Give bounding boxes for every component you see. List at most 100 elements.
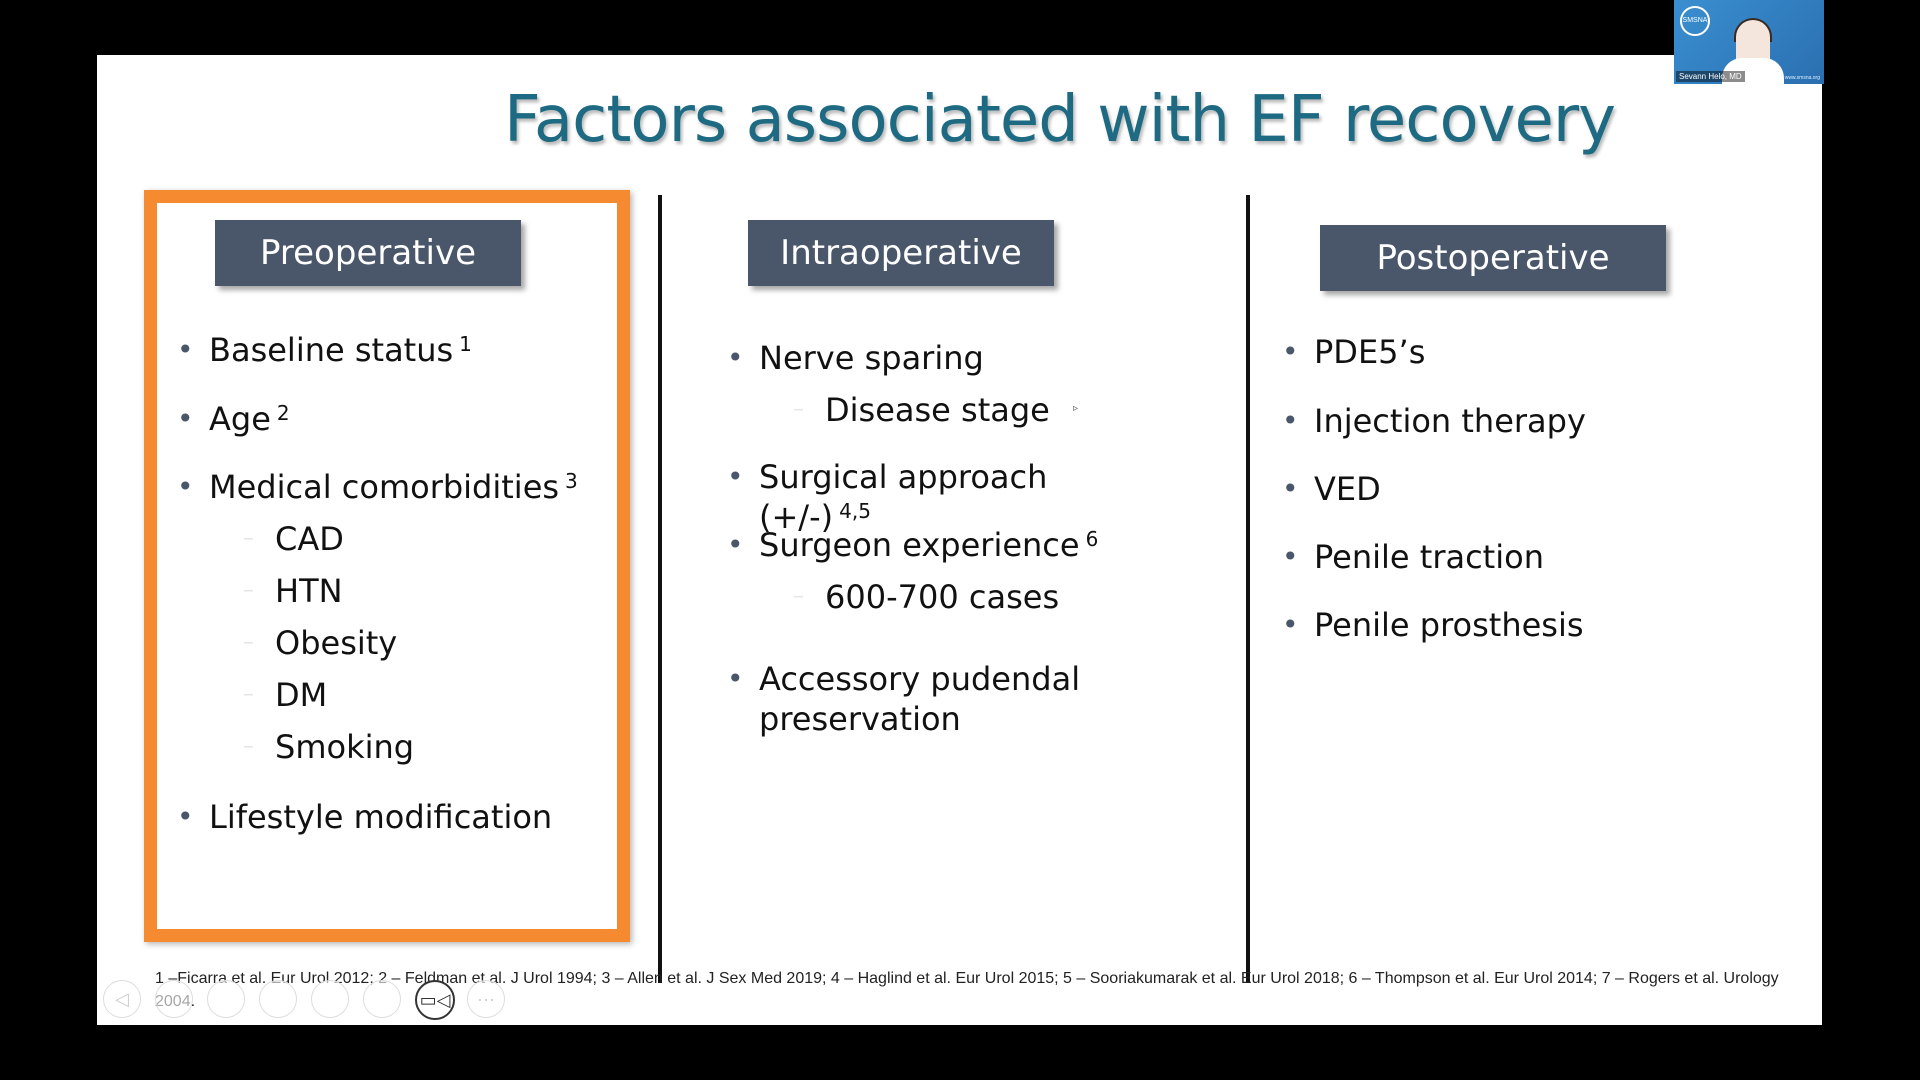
column-divider-right bbox=[1246, 195, 1250, 983]
bullet-icon: • bbox=[1282, 335, 1299, 368]
smsna-logo-icon: SMSNA bbox=[1680, 6, 1710, 36]
sub-bullet-item: –600-700 cases bbox=[793, 577, 1127, 617]
control-button-3[interactable] bbox=[207, 980, 245, 1018]
list-item: •Injection therapy bbox=[1282, 401, 1762, 441]
slide-title: Factors associated with EF recovery bbox=[503, 83, 1616, 157]
bullet-text: Penile traction bbox=[1314, 538, 1544, 576]
bullet-text: Lifestyle modification bbox=[209, 798, 553, 836]
sub-bullet-text: DM bbox=[275, 676, 328, 714]
participant-name: Sevann Helo, MD bbox=[1676, 71, 1745, 82]
preoperative-header: Preoperative bbox=[215, 220, 521, 286]
more-icon: ··· bbox=[477, 989, 495, 1009]
sub-bullet-item: –Disease stage bbox=[793, 390, 1127, 430]
participant-face bbox=[1736, 20, 1770, 64]
bullet-icon: • bbox=[177, 333, 194, 366]
sub-bullet-text: 600-700 cases bbox=[825, 578, 1060, 616]
control-button-2[interactable] bbox=[155, 980, 193, 1018]
video-camera-icon: ▭◁ bbox=[419, 990, 451, 1010]
bullet-text: Age bbox=[209, 400, 271, 438]
sub-bullet-icon: – bbox=[243, 630, 254, 655]
bullet-icon: • bbox=[177, 470, 194, 503]
sub-bullet-icon: – bbox=[793, 584, 804, 609]
bullet-icon: • bbox=[727, 460, 744, 493]
reference-superscript: 6 bbox=[1085, 527, 1099, 551]
bullet-item: •Lifestyle modification bbox=[177, 797, 617, 837]
list-item: •Accessory pudendal preservation bbox=[727, 659, 1127, 739]
bullet-text: PDE5’s bbox=[1314, 333, 1426, 371]
list-item: •Lifestyle modification bbox=[177, 797, 617, 837]
bullet-icon: • bbox=[1282, 404, 1299, 437]
bullet-icon: • bbox=[727, 341, 744, 374]
list-item: • Penile traction bbox=[1282, 537, 1762, 577]
sub-bullet-item: –Obesity bbox=[243, 623, 617, 663]
sub-bullet-icon: – bbox=[793, 397, 804, 422]
bullet-icon: • bbox=[177, 402, 194, 435]
bullet-text: Penile prosthesis bbox=[1314, 606, 1584, 644]
bullet-item: • Penile traction bbox=[1282, 537, 1762, 577]
bullet-text: Nerve sparing bbox=[759, 339, 984, 377]
bullet-text: Medical comorbidities bbox=[209, 468, 560, 506]
list-item: • VED bbox=[1282, 469, 1762, 509]
bullet-item: •Injection therapy bbox=[1282, 401, 1762, 441]
reference-superscript: 2 bbox=[276, 401, 290, 425]
bullet-text: Surgical approach (+/-) bbox=[759, 458, 1048, 536]
list-item: • Surgical approach (+/-)4,5 bbox=[727, 457, 1127, 537]
list-item: • Nerve sparing –Disease stage bbox=[727, 338, 1127, 430]
preoperative-highlight-box bbox=[144, 190, 630, 942]
bullet-icon: • bbox=[1282, 540, 1299, 573]
control-button-4[interactable] bbox=[259, 980, 297, 1018]
sub-bullet-text: HTN bbox=[275, 572, 343, 610]
control-button-5[interactable] bbox=[311, 980, 349, 1018]
video-tile-url: www.smsna.org bbox=[1784, 75, 1820, 81]
sub-bullet-icon: – bbox=[243, 578, 254, 603]
bullet-item: • Penile prosthesis bbox=[1282, 605, 1762, 645]
bullet-icon: • bbox=[1282, 472, 1299, 505]
reference-superscript: 3 bbox=[565, 469, 578, 493]
sub-bullet-icon: – bbox=[243, 734, 254, 759]
sub-bullet-item: –Smoking bbox=[243, 727, 617, 767]
column-divider-left bbox=[658, 195, 662, 983]
bullet-text: Accessory pudendal preservation bbox=[759, 660, 1081, 738]
sub-bullet-text: CAD bbox=[275, 520, 344, 558]
mouse-cursor-icon: ▹ bbox=[1073, 403, 1079, 414]
sub-bullet-icon: – bbox=[243, 682, 254, 707]
bullet-text: Baseline status bbox=[209, 331, 454, 369]
participant-body bbox=[1722, 58, 1784, 84]
reference-superscript: 4,5 bbox=[839, 499, 871, 523]
more-button[interactable]: ··· bbox=[467, 980, 505, 1018]
presentation-slide: Factors associated with EF recovery Preo… bbox=[97, 55, 1822, 1025]
intraoperative-header: Intraoperative bbox=[748, 220, 1054, 286]
participant-video-tile[interactable]: SMSNA Sevann Helo, MD www.smsna.org bbox=[1674, 0, 1824, 84]
prev-slide-button[interactable]: ◁ bbox=[103, 980, 141, 1018]
sub-bullet-item: –DM bbox=[243, 675, 617, 715]
bullet-item: •Accessory pudendal preservation bbox=[727, 659, 1127, 739]
references-footnote: 1 –Ficarra et al. Eur Urol 2012; 2 – Fel… bbox=[155, 970, 1779, 1010]
reference-superscript: 1 bbox=[459, 332, 472, 356]
bullet-item: • Surgical approach (+/-)4,5 bbox=[727, 457, 1127, 537]
list-item: • PDE5’s bbox=[1282, 332, 1762, 372]
sub-bullet-text: Smoking bbox=[275, 728, 415, 766]
video-button[interactable]: ▭◁ bbox=[415, 980, 455, 1020]
chevron-left-icon: ◁ bbox=[115, 989, 129, 1009]
sub-bullet-text: Disease stage bbox=[825, 391, 1050, 429]
bullet-item: • PDE5’s bbox=[1282, 332, 1762, 372]
bullet-icon: • bbox=[727, 528, 744, 561]
sub-bullet-icon: – bbox=[243, 526, 254, 551]
bullet-item: • VED bbox=[1282, 469, 1762, 509]
bullet-icon: • bbox=[1282, 608, 1299, 641]
bullet-text: VED bbox=[1314, 470, 1381, 508]
bullet-item: • Nerve sparing bbox=[727, 338, 1127, 378]
sub-bullet-text: Obesity bbox=[275, 624, 398, 662]
sub-bullet-item: –CAD bbox=[243, 519, 617, 559]
postoperative-header: Postoperative bbox=[1320, 225, 1666, 291]
bullet-text: Surgeon experience bbox=[759, 526, 1080, 564]
control-button-6[interactable] bbox=[363, 980, 401, 1018]
